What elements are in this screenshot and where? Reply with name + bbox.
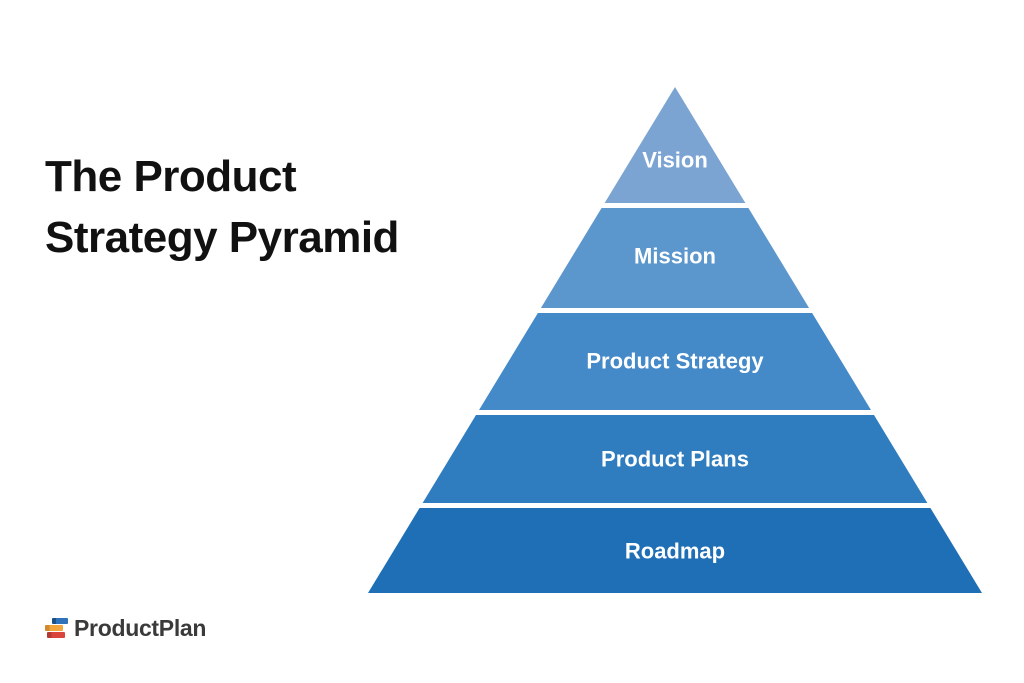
productplan-logo: ProductPlan (45, 613, 206, 643)
productplan-logo-icon (45, 616, 70, 640)
pyramid-layer-vision (604, 87, 746, 203)
logo-bar-blue-icon (52, 618, 68, 624)
title-line-1: The Product (45, 152, 297, 201)
pyramid-layer-label: Vision (642, 148, 708, 173)
logo-bar-red-icon (47, 632, 65, 638)
pyramid-layer-mission (540, 208, 810, 308)
page-title: The Product Strategy Pyramid (45, 146, 399, 268)
pyramid-layer-label: Product Strategy (586, 349, 764, 374)
pyramid-layer-label: Roadmap (625, 539, 725, 564)
productplan-logo-text: ProductPlan (74, 614, 207, 641)
pyramid-layer-product-strategy (479, 313, 871, 410)
pyramid-layer-label: Product Plans (601, 447, 749, 472)
logo-bar-orange-icon (45, 625, 63, 631)
pyramid-layer-product-plans (422, 415, 928, 503)
pyramid-layer-roadmap (368, 508, 982, 593)
title-line-2: Strategy Pyramid (45, 213, 399, 262)
pyramid-layer-label: Mission (634, 244, 716, 269)
